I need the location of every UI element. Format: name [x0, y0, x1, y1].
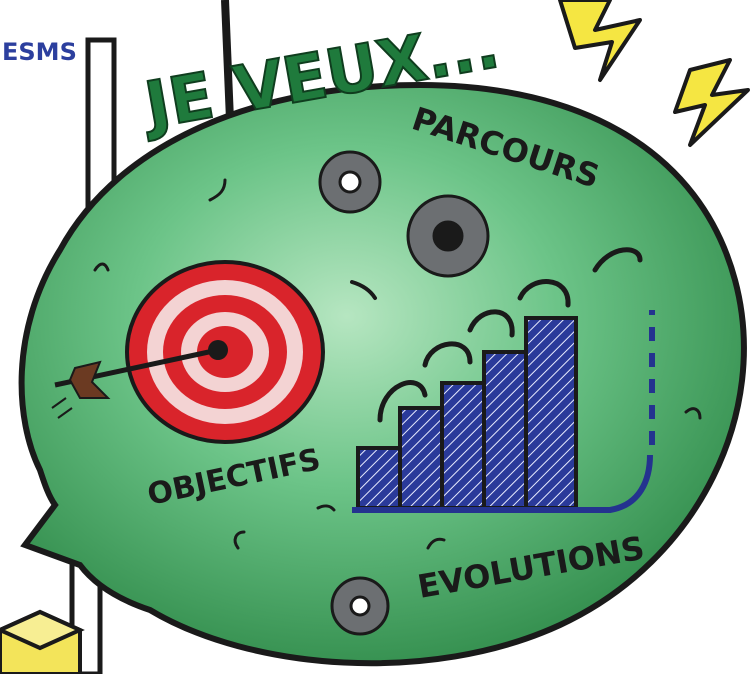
gear-icon	[318, 150, 490, 636]
curved-arrow-icon	[93, 178, 702, 550]
arrow-icon	[51, 347, 219, 419]
lightning-icon	[558, 0, 750, 147]
speech-bubble	[18, 81, 747, 667]
cube-icon	[0, 609, 85, 674]
bar-chart-icon	[352, 310, 655, 513]
target-icon	[125, 260, 325, 444]
corner-text: ESMS	[2, 38, 77, 66]
